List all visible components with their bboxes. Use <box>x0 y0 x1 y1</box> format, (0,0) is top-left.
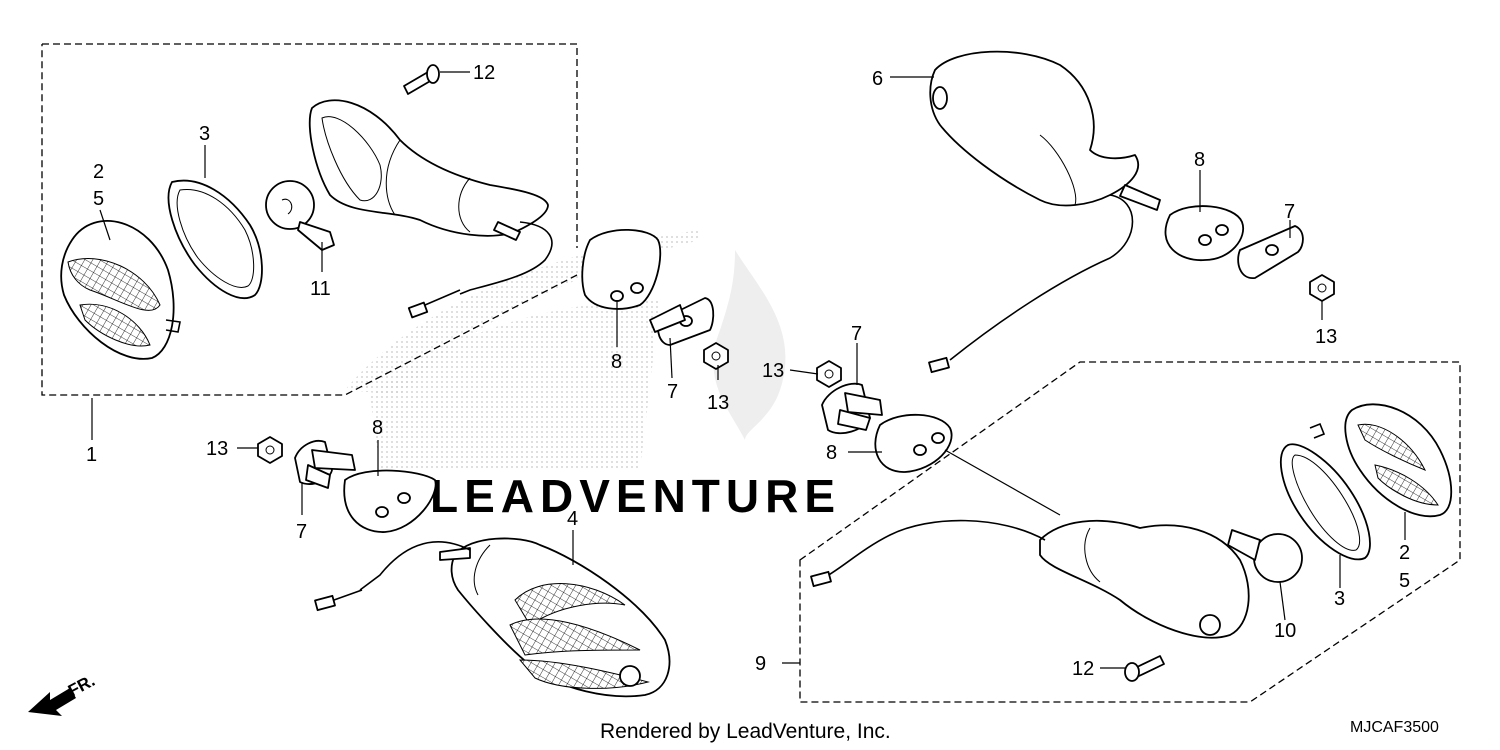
callout-3-right: 3 <box>1334 588 1345 610</box>
callout-12-upper: 12 <box>473 62 495 84</box>
nut-13-upper-right <box>1309 274 1335 302</box>
spacer-8-lower-left <box>343 469 437 533</box>
bulb-10 <box>1227 529 1303 583</box>
front-arrow: FR. <box>28 671 98 716</box>
leader-lines <box>91 76 1406 669</box>
nut-13-right-center <box>816 360 842 388</box>
watermark: LEADVENTURE <box>345 230 841 522</box>
bulb-11 <box>265 180 335 251</box>
assembly-box-1 <box>41 43 578 396</box>
callout-4: 4 <box>567 508 578 530</box>
housing-6 <box>928 50 1161 374</box>
spacer-8-right-center <box>874 413 953 473</box>
callout-13-right-center: 13 <box>762 360 784 382</box>
housing-4 <box>314 537 671 698</box>
callout-3-left: 3 <box>199 123 210 145</box>
lens-right <box>1309 403 1453 518</box>
lens-left <box>60 220 181 360</box>
collar-7-upper-right <box>1237 225 1304 279</box>
callout-8-upper-right: 8 <box>1194 149 1205 171</box>
callout-13-lower-left: 13 <box>206 438 228 460</box>
assembly-box-9 <box>799 361 1461 703</box>
callout-1: 1 <box>86 444 97 466</box>
collar-7-center <box>649 297 715 346</box>
nut-13-lower-left <box>257 436 283 464</box>
callout-5-left: 5 <box>93 188 104 210</box>
housing-upper-left <box>308 99 553 319</box>
callout-11: 11 <box>310 278 331 300</box>
collar-7-right-center <box>821 382 883 435</box>
callout-8-center: 8 <box>611 351 622 373</box>
callout-8-lower-left: 8 <box>372 417 383 439</box>
gasket-right <box>1279 443 1371 561</box>
collar-7-lower-left <box>294 440 356 489</box>
callout-2-left: 2 <box>93 161 104 183</box>
callout-9: 9 <box>755 653 766 675</box>
housing-lower-right <box>810 519 1250 639</box>
callout-2-right: 2 <box>1399 542 1410 564</box>
gasket-left <box>167 179 263 300</box>
callout-7-lower-left: 7 <box>296 521 307 543</box>
callout-5-right: 5 <box>1399 570 1410 592</box>
callout-7-center: 7 <box>667 381 678 403</box>
callout-12-lower: 12 <box>1072 658 1094 680</box>
screw-12-lower <box>1124 655 1165 682</box>
callout-13-center: 13 <box>707 392 729 414</box>
screw-12-upper <box>403 64 470 95</box>
footer-credit: Rendered by LeadVenture, Inc. <box>600 720 891 743</box>
callout-7-right-center: 7 <box>851 323 862 345</box>
callout-6: 6 <box>872 68 883 90</box>
spacer-8-upper-right <box>1164 205 1245 261</box>
callout-7-upper-right: 7 <box>1284 201 1295 223</box>
watermark-text: LEADVENTURE <box>430 470 841 522</box>
nut-13-center <box>703 342 729 370</box>
callout-13-upper-right: 13 <box>1315 326 1337 348</box>
callout-10: 10 <box>1274 620 1296 642</box>
spacer-8-center <box>581 228 662 310</box>
diagram-code: MJCAF3500 <box>1350 719 1439 736</box>
callout-8-right-center: 8 <box>826 442 837 464</box>
callout-labels: 1 2 5 3 11 12 13 8 7 4 8 7 13 13 7 8 6 8… <box>86 62 1410 680</box>
